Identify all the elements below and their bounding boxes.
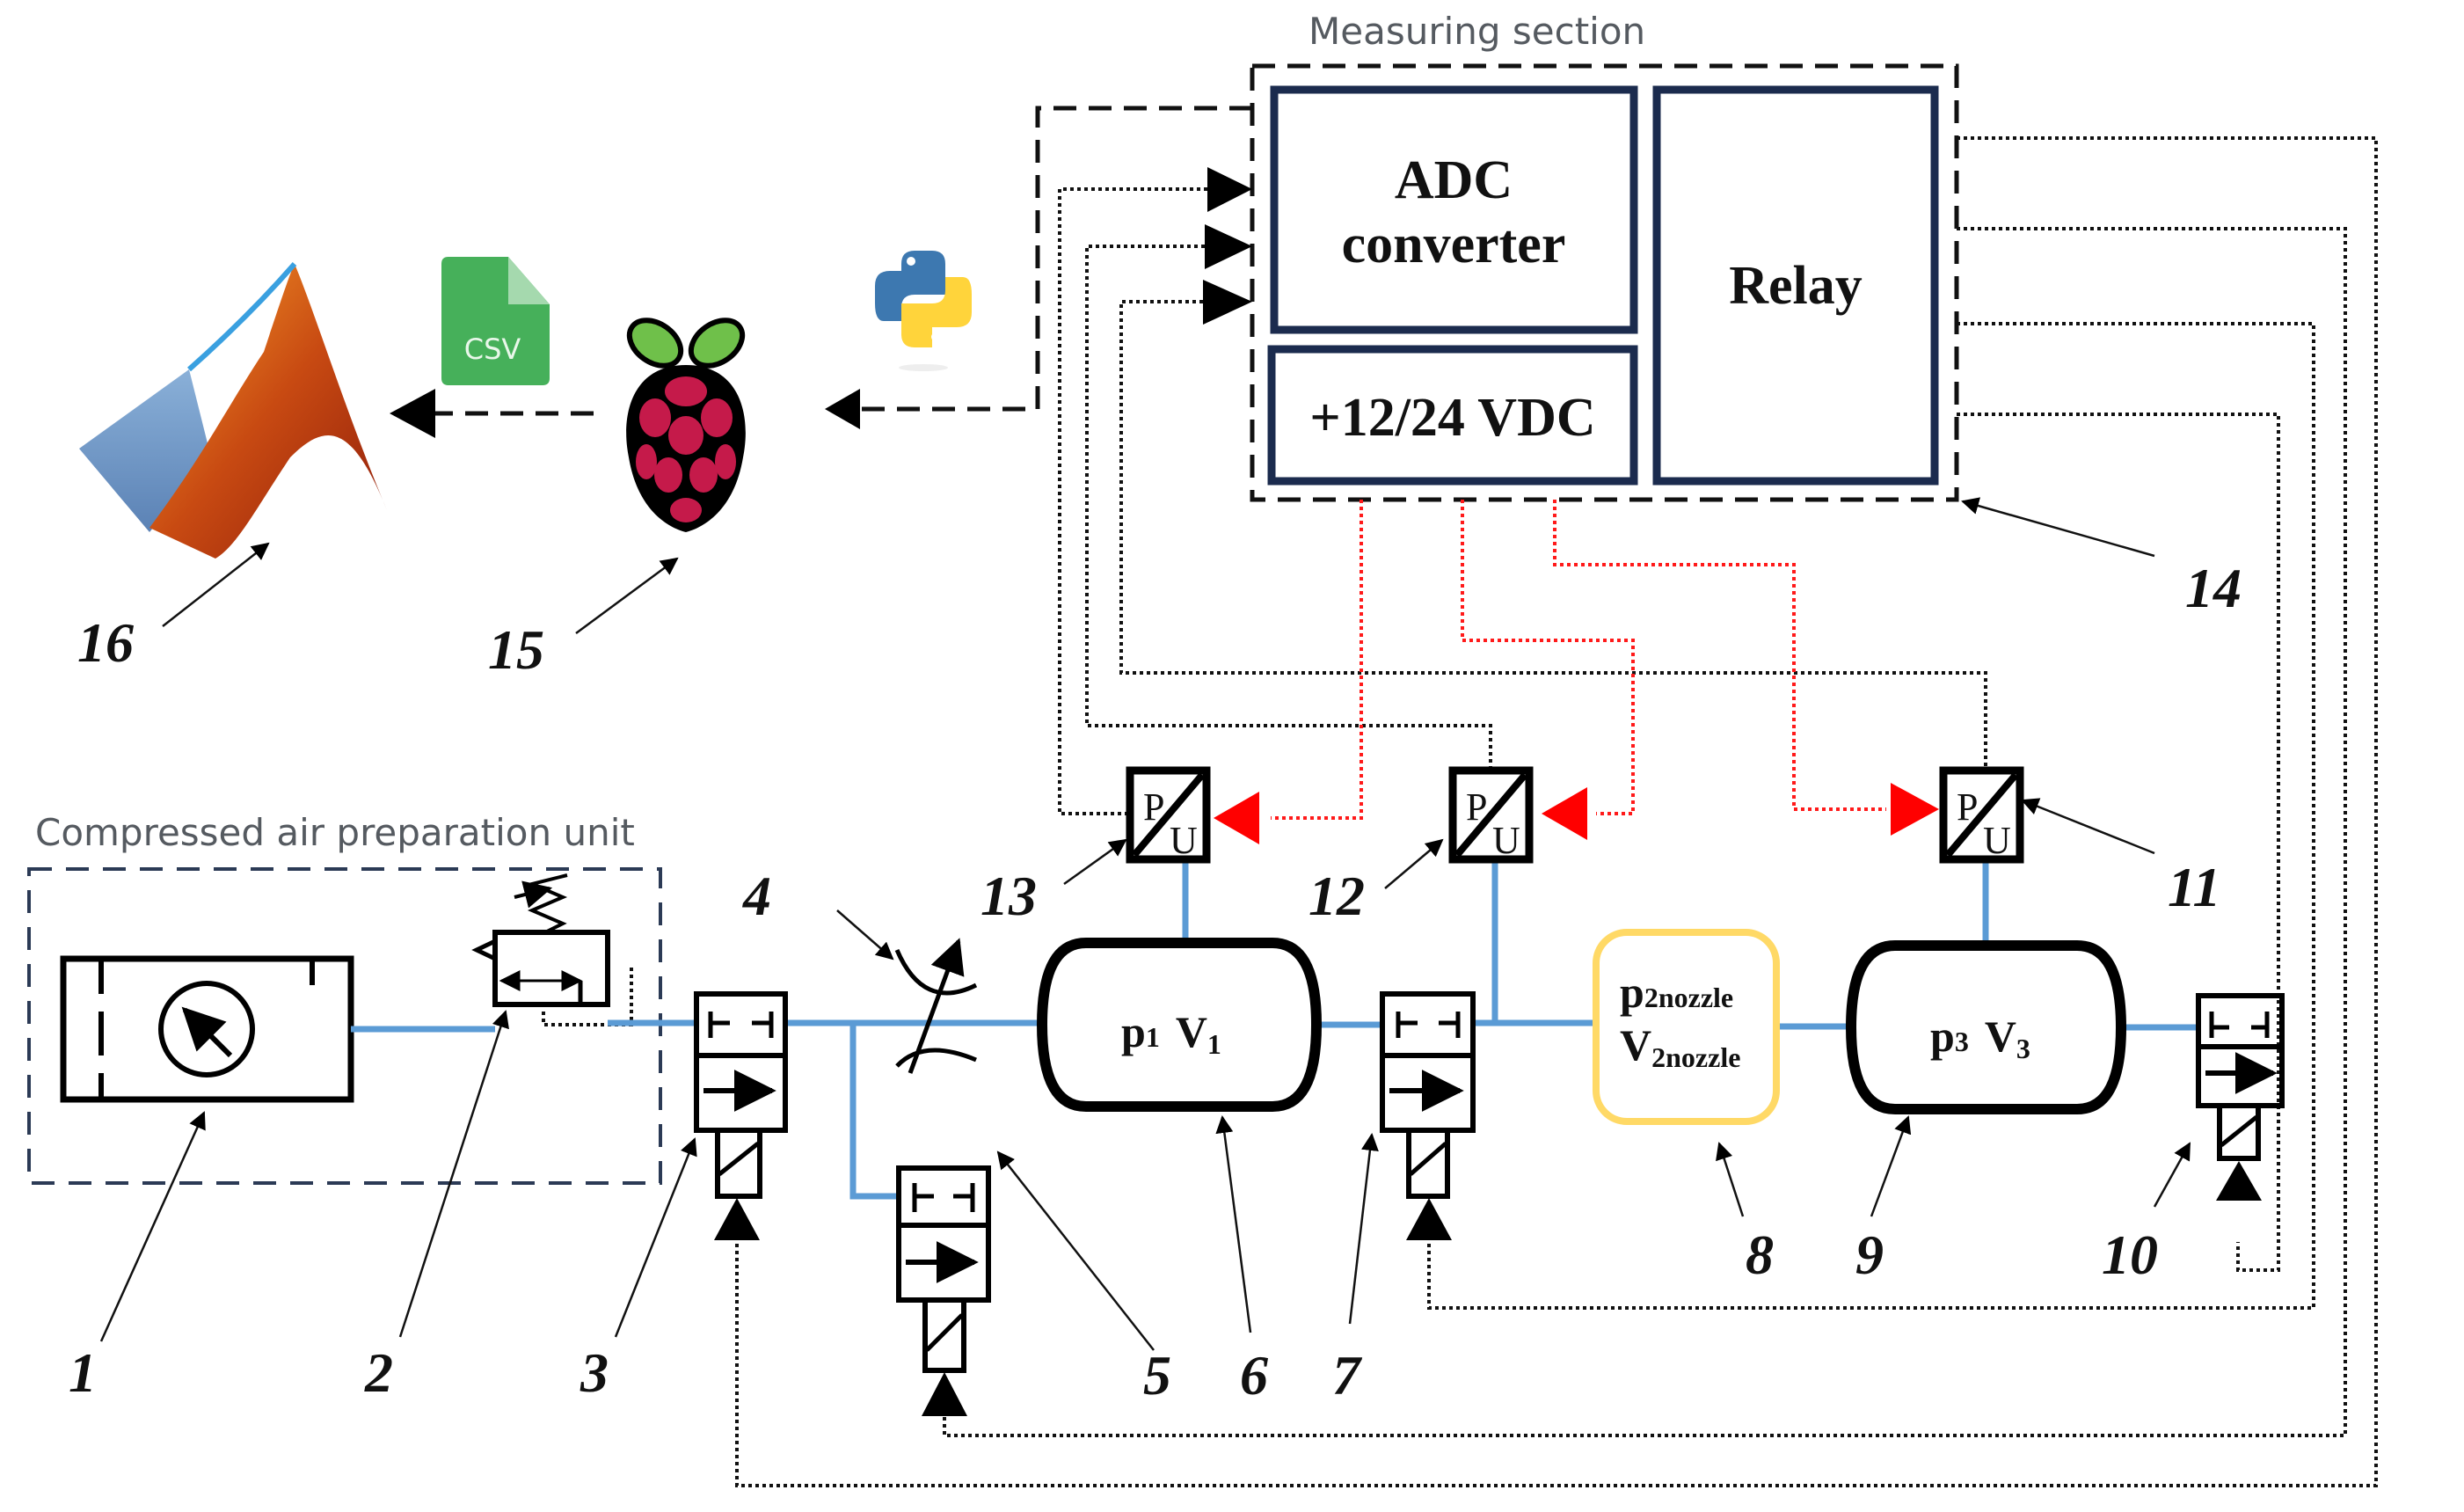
label-4: 4: [742, 865, 771, 927]
label-11: 11: [2168, 856, 2220, 918]
arrow-to-raspberry: [825, 389, 860, 429]
filter-gauge-unit: [60, 955, 354, 1103]
callouts: 1 2 3 4 5 6 7 8 9 10 11 12 13 14 15 16: [69, 497, 2242, 1406]
power-arrow-sensor-11: [1891, 783, 1939, 836]
solenoid-valve-7: [1380, 991, 1476, 1240]
solenoid-valve-5: [896, 1165, 991, 1416]
label-8: 8: [1746, 1223, 1774, 1286]
label-1: 1: [69, 1341, 97, 1404]
pipe-branch-valve5: [849, 1023, 899, 1200]
label-15: 15: [488, 618, 544, 681]
power-line-sensor-11: [1553, 500, 1886, 811]
relay-block: [1652, 85, 1939, 486]
adc-input-arrow-2: [1205, 224, 1252, 269]
pressure-regulator: [471, 873, 633, 1026]
svg-text:U: U: [1983, 819, 2011, 862]
power-line-sensor-13: [1271, 500, 1363, 820]
svg-text:P: P: [1957, 785, 1978, 829]
label-3: 3: [580, 1341, 609, 1404]
label-13: 13: [980, 865, 1037, 927]
svg-text:P: P: [1466, 785, 1487, 829]
adc-label-line1: ADC: [1395, 150, 1513, 210]
python-logo-icon: [875, 251, 972, 371]
svg-text:p2nozzle: p2nozzle: [1620, 968, 1733, 1017]
solenoid-valve-10: [2196, 993, 2285, 1201]
pressure-sensor-13: P U: [1126, 766, 1211, 864]
svg-text:P: P: [1143, 785, 1164, 829]
label-9: 9: [1855, 1223, 1884, 1286]
adc-label-line2: converter: [1342, 215, 1566, 274]
pressure-sensor-11: P U: [1939, 766, 2024, 864]
label-10: 10: [2102, 1223, 2158, 1286]
label-14: 14: [2185, 557, 2242, 619]
label-6: 6: [1240, 1344, 1268, 1406]
svg-text:U: U: [1170, 819, 1198, 862]
svg-text:U: U: [1492, 819, 1520, 862]
adc-input-arrow-3: [1203, 280, 1252, 325]
adc-converter-block: [1270, 85, 1638, 334]
adc-input-arrow-1: [1207, 167, 1252, 212]
nozzle-volume-8: p2nozzle V2nozzle: [1593, 929, 1780, 1125]
signal-line-sensor-12: [1085, 245, 1492, 768]
signal-line-sensor-13: [1058, 187, 1207, 815]
arrow-to-matlab: [390, 389, 435, 438]
throttle-valve: [894, 938, 978, 1074]
label-5: 5: [1143, 1344, 1171, 1406]
label-2: 2: [364, 1341, 393, 1404]
relay-line-valve-7: [1427, 322, 2315, 1310]
power-arrow-sensor-13: [1214, 792, 1259, 844]
measuring-section-frame: [1250, 63, 1959, 502]
label-12: 12: [1309, 865, 1365, 927]
raspberry-pi-icon: [626, 318, 746, 532]
relay-label: Relay: [1729, 256, 1863, 316]
signal-line-sensor-11: [1119, 300, 1987, 768]
power-line-sensor-12: [1461, 500, 1635, 815]
power-arrow-sensor-12: [1542, 787, 1587, 840]
csv-file-icon: CSV: [441, 257, 550, 385]
air-prep-section-title: Compressed air preparation unit: [35, 811, 635, 854]
data-link-to-raspberry: [855, 106, 1252, 412]
power-supply-block: [1267, 345, 1638, 486]
solenoid-valve-3: [694, 991, 788, 1240]
measuring-section-title: Measuring section: [1309, 10, 1645, 53]
relay-line-valve-10: [1957, 413, 2280, 1272]
svg-text:V2nozzle: V2nozzle: [1620, 1020, 1740, 1073]
label-16: 16: [77, 611, 134, 674]
power-supply-label: +12/24 VDC: [1309, 388, 1595, 448]
label-7: 7: [1332, 1344, 1363, 1406]
csv-icon-text: CSV: [464, 332, 521, 366]
relay-line-valve-3: [735, 136, 2378, 1487]
matlab-logo-icon: [79, 262, 387, 559]
pressure-sensor-12: P U: [1448, 766, 1534, 864]
